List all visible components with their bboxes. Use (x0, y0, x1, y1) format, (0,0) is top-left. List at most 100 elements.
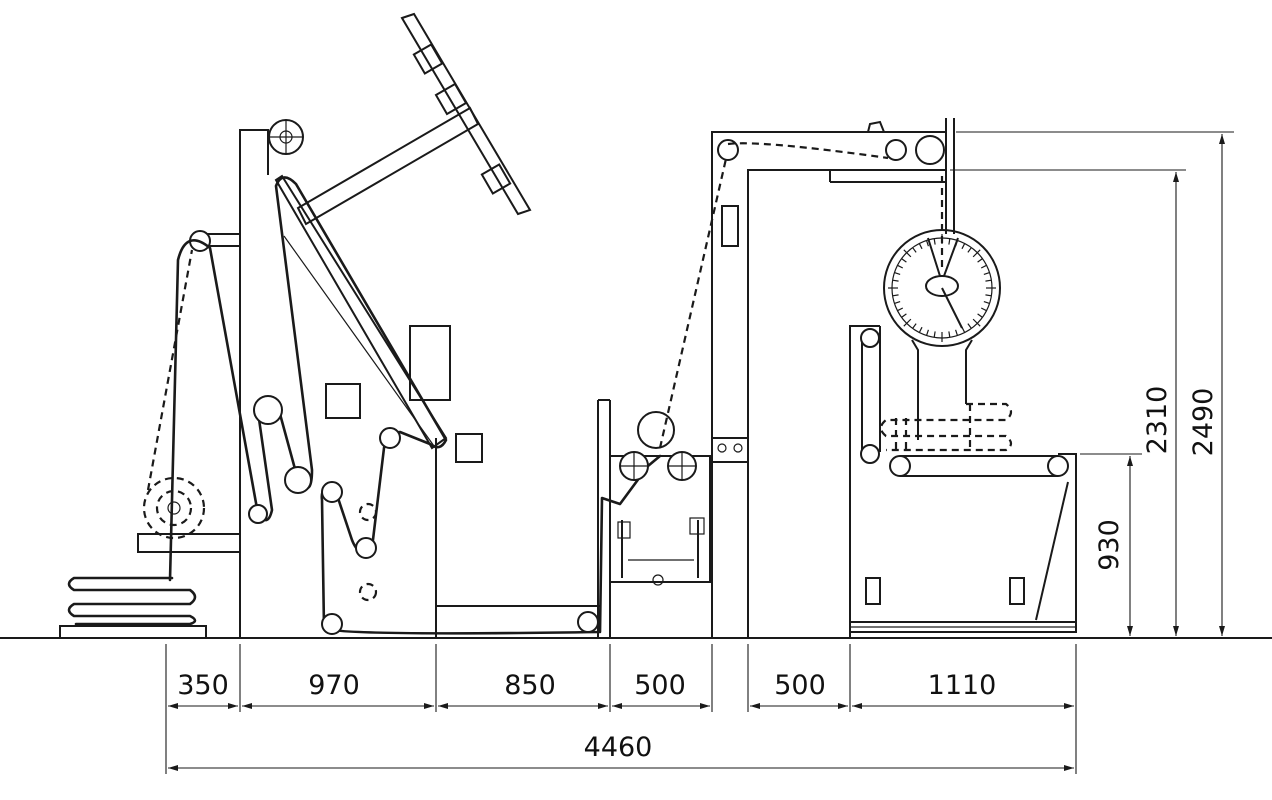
dim-height-2490: 2490 (1188, 388, 1219, 457)
tall-frame-bracket (711, 437, 749, 463)
dim-width-500-b: 500 (774, 670, 826, 701)
dim-height-2310: 2310 (1142, 386, 1173, 455)
dial-tick (894, 271, 901, 275)
dial-gauge-needle (941, 287, 963, 329)
dial-tick (912, 247, 917, 253)
loop-roller-6 (321, 481, 343, 503)
dial-tick (901, 313, 907, 318)
loop-roller-3 (253, 395, 283, 425)
dim-width-970: 970 (308, 670, 360, 701)
dial-tick (985, 294, 992, 297)
plaited-folds-dashed (879, 402, 1013, 452)
dim-width-500-a: 500 (634, 670, 686, 701)
dim-width-850: 850 (504, 670, 556, 701)
panel-square-2 (455, 433, 483, 463)
panel-square-1 (325, 383, 361, 419)
overhead-roller-right (915, 135, 945, 165)
feed-roll-inner (155, 489, 193, 527)
dial-tick (980, 307, 987, 312)
dial-tick (903, 318, 912, 327)
delivery-window-right (1009, 577, 1025, 605)
dial-tick (983, 301, 990, 305)
dial-tick (948, 331, 951, 338)
floor-roller (577, 611, 599, 633)
dim-width-1110: 1110 (928, 670, 997, 701)
delivery-frame (849, 325, 880, 638)
loop-roller-4 (379, 427, 401, 449)
feed-section (59, 476, 241, 639)
dim-height-930: 930 (1094, 519, 1125, 571)
dim-width-350: 350 (177, 670, 229, 701)
horizontal-dimensions: 350 970 850 500 500 1110 4460 (165, 644, 1077, 774)
fabric-dashed-overhead (727, 142, 889, 160)
nip-roller-top (637, 411, 675, 449)
tall-frame-inner (747, 169, 946, 638)
dial-tick (903, 249, 912, 258)
padder-section (597, 149, 730, 638)
vertical-dimensions: 930 2310 2490 (950, 131, 1234, 636)
left-frame-outline (239, 129, 269, 638)
dial-tick (972, 249, 981, 258)
dial-tick (894, 301, 901, 305)
overhead-frame-section (711, 118, 955, 638)
dial-tick (967, 247, 972, 253)
dial-tick (925, 240, 929, 247)
plaited-fabric-stack (67, 576, 197, 626)
overhead-roller-mid (885, 139, 907, 161)
overhead-cap (867, 120, 885, 133)
dial-tick (901, 258, 907, 263)
loop-roller-7 (321, 613, 343, 635)
dial-tick (948, 238, 951, 245)
dial-tick (897, 264, 904, 269)
fabric-dashed-entry (146, 249, 194, 491)
dial-tick (977, 313, 983, 318)
fabric-stack-base (59, 625, 207, 639)
dial-gauge-hub (925, 275, 959, 297)
dashed-roller-a (358, 502, 378, 522)
dial-tick (980, 264, 987, 269)
conveyor-roller-left (889, 455, 911, 477)
dim-width-total-4460: 4460 (584, 732, 653, 763)
dial-pedestal (911, 339, 973, 440)
dial-tick (918, 243, 923, 250)
dial-tick (933, 238, 936, 245)
dial-tick (925, 329, 929, 336)
padder-small-roll (652, 574, 664, 586)
dashed-roller-b (358, 582, 378, 602)
control-box-upper (409, 325, 451, 401)
dial-tick (983, 271, 990, 275)
dial-tick (918, 326, 923, 333)
main-frame-section (146, 12, 662, 638)
spreader-arm (296, 106, 480, 226)
dial-tick (955, 329, 959, 336)
delivery-roller-top (860, 328, 880, 348)
loop-roller-1 (248, 504, 268, 524)
feed-roll-core (167, 501, 181, 515)
conveyor-roller-right (1047, 455, 1069, 477)
delivery-window-left (865, 577, 881, 605)
dial-tick (985, 279, 992, 282)
delivery-section (849, 176, 1077, 638)
loop-roller-5 (355, 537, 377, 559)
tall-frame-window (721, 205, 739, 247)
dial-tick (912, 323, 917, 329)
padder-frame (609, 455, 711, 583)
dial-tick (967, 323, 972, 329)
dial-tick (972, 318, 981, 327)
dial-tick (933, 331, 936, 338)
dial-tick (961, 326, 966, 333)
fabric-path-section-2 (168, 176, 662, 635)
dial-tick (892, 294, 899, 297)
dial-tick (977, 258, 983, 263)
dial-tick (892, 279, 899, 282)
roll-stand-table (137, 533, 241, 553)
fabric-dashed-rise (658, 149, 730, 449)
feed-roll-outer (142, 476, 206, 540)
dial-tick (897, 307, 904, 312)
overhead-spreader-blade (400, 12, 532, 216)
dial-tick (961, 243, 966, 250)
delivery-roller-bottom (860, 444, 880, 464)
overhead-roller-left (717, 139, 739, 161)
loop-roller-2 (284, 466, 312, 494)
